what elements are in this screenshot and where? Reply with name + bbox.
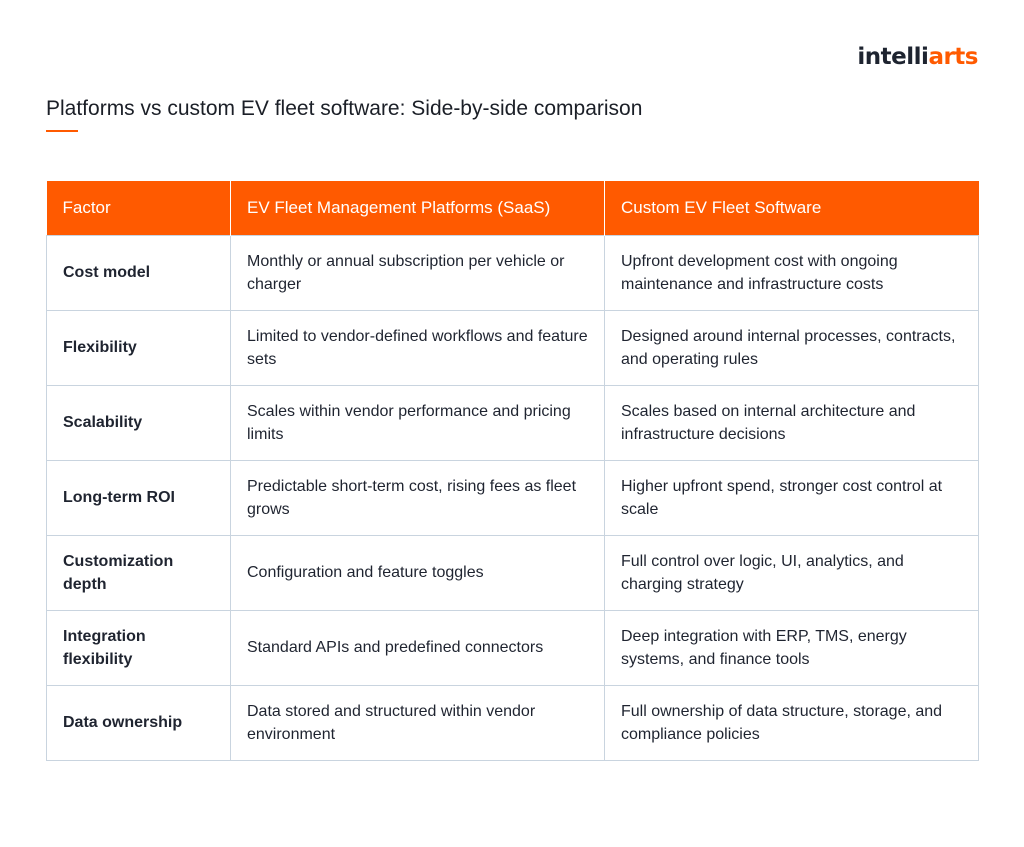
factor-cell: Customization depth [46, 534, 231, 611]
factor-cell: Cost model [46, 234, 231, 311]
table-row: Scalability Scales within vendor perform… [46, 384, 979, 461]
table-header-row: Factor EV Fleet Management Platforms (Sa… [46, 181, 979, 235]
header-saas-platforms: EV Fleet Management Platforms (SaaS) [230, 181, 605, 235]
table-row: Long-term ROI Predictable short-term cos… [46, 459, 979, 536]
custom-cell: Upfront development cost with ongoing ma… [604, 234, 979, 311]
table-row: Data ownership Data stored and structure… [46, 684, 979, 761]
title-underline [46, 130, 78, 132]
table-row: Customization depth Configuration and fe… [46, 534, 979, 611]
factor-cell: Flexibility [46, 309, 231, 386]
logo-main-text: intelli [857, 44, 929, 70]
saas-cell: Monthly or annual subscription per vehic… [230, 234, 605, 311]
custom-cell: Scales based on internal architecture an… [604, 384, 979, 461]
custom-cell: Full ownership of data structure, storag… [604, 684, 979, 761]
factor-cell: Integration flexibility [46, 609, 231, 686]
saas-cell: Configuration and feature toggles [230, 534, 605, 611]
header-custom-software: Custom EV Fleet Software [604, 181, 979, 235]
brand-logo: intelliarts [857, 44, 978, 70]
custom-cell: Higher upfront spend, stronger cost cont… [604, 459, 979, 536]
table-row: Cost model Monthly or annual subscriptio… [46, 234, 979, 311]
factor-cell: Scalability [46, 384, 231, 461]
custom-cell: Full control over logic, UI, analytics, … [604, 534, 979, 611]
saas-cell: Limited to vendor-defined workflows and … [230, 309, 605, 386]
table-row: Flexibility Limited to vendor-defined wo… [46, 309, 979, 386]
custom-cell: Deep integration with ERP, TMS, energy s… [604, 609, 979, 686]
header-factor: Factor [46, 181, 231, 235]
saas-cell: Standard APIs and predefined connectors [230, 609, 605, 686]
comparison-table: Factor EV Fleet Management Platforms (Sa… [46, 181, 979, 761]
saas-cell: Data stored and structured within vendor… [230, 684, 605, 761]
factor-cell: Data ownership [46, 684, 231, 761]
custom-cell: Designed around internal processes, cont… [604, 309, 979, 386]
page-title: Platforms vs custom EV fleet software: S… [46, 97, 643, 120]
saas-cell: Scales within vendor performance and pri… [230, 384, 605, 461]
factor-cell: Long-term ROI [46, 459, 231, 536]
table-row: Integration flexibility Standard APIs an… [46, 609, 979, 686]
logo-accent-text: arts [928, 44, 978, 70]
saas-cell: Predictable short-term cost, rising fees… [230, 459, 605, 536]
